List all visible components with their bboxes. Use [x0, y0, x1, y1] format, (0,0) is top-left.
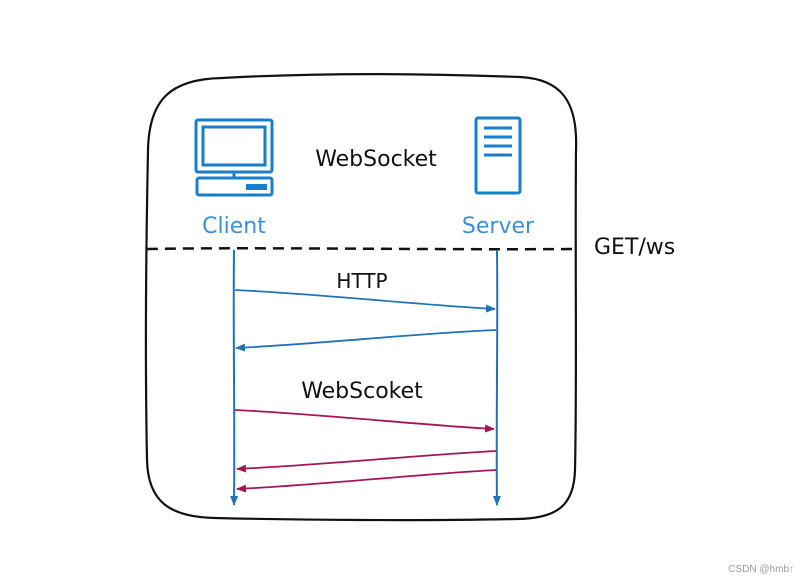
client-label: Client: [202, 214, 266, 239]
server-label: Server: [462, 214, 535, 239]
server-lifeline: [492, 249, 501, 506]
request-label: GET/ws: [594, 235, 675, 260]
ws-message-arrow-1: [234, 409, 495, 433]
dashed-separator: [146, 247, 577, 251]
outer-box: [144, 73, 578, 522]
http-request-arrow: [234, 289, 496, 313]
ws-message-arrow-3: [236, 469, 497, 493]
ws-message-arrow-2: [236, 450, 497, 473]
watermark: CSDN @hmb↑: [728, 564, 794, 575]
diagram-title: WebSocket: [315, 147, 437, 172]
http-label: HTTP: [336, 269, 387, 293]
http-response-arrow: [235, 329, 497, 352]
client-lifeline: [230, 249, 239, 506]
server-tower-icon: [474, 116, 522, 195]
websocket-label: WebScoket: [301, 379, 423, 404]
monitor-icon: [194, 118, 274, 197]
